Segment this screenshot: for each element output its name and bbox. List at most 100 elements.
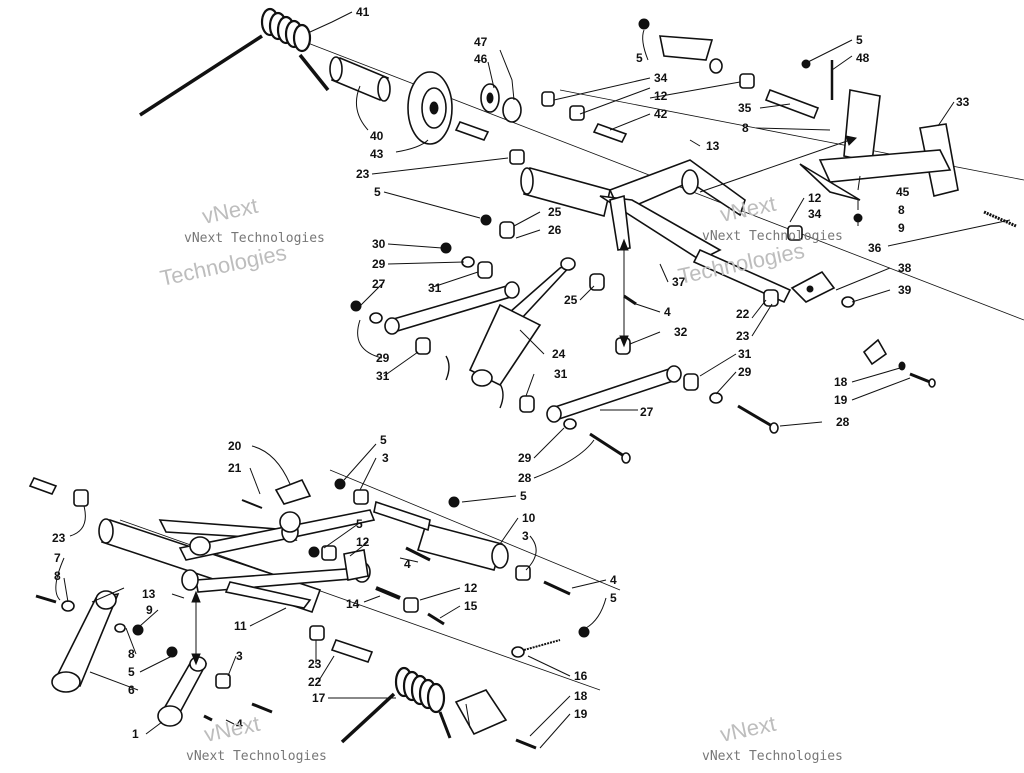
callout-5e: 5 bbox=[520, 489, 527, 503]
idler-wheel-43 bbox=[407, 71, 453, 145]
callout-31d: 31 bbox=[738, 347, 752, 361]
callout-leader-lines bbox=[55, 11, 1011, 749]
callout-5f: 5 bbox=[356, 517, 363, 531]
callout-34a: 34 bbox=[654, 71, 668, 85]
bearing-46 bbox=[480, 83, 500, 113]
callout-18a: 18 bbox=[834, 375, 848, 389]
callout-45: 45 bbox=[896, 185, 910, 199]
callout-12c: 12 bbox=[356, 535, 370, 549]
callout-35: 35 bbox=[738, 101, 752, 115]
callout-3b: 3 bbox=[522, 529, 529, 543]
callout-11: 11 bbox=[234, 619, 247, 633]
watermark-left: vNext vNext Technologies Technologies bbox=[158, 193, 325, 291]
shock-absorber-10 bbox=[373, 500, 509, 571]
plate-38 bbox=[787, 225, 888, 366]
callout-numbers: 41 47 46 40 43 23 5 34 12 42 13 5 48 35 … bbox=[52, 5, 970, 741]
callout-3c: 3 bbox=[236, 649, 243, 663]
callout-19b: 19 bbox=[574, 707, 588, 721]
torsion-spring-41 bbox=[139, 7, 330, 117]
link-27-lower bbox=[546, 365, 682, 423]
callout-40: 40 bbox=[370, 129, 384, 143]
bushings-upper bbox=[509, 73, 755, 165]
rear-arm-frame bbox=[158, 509, 376, 609]
callout-1: 1 bbox=[132, 727, 139, 741]
callout-31a: 31 bbox=[428, 281, 442, 295]
mount-bracket-top bbox=[638, 18, 723, 74]
callout-32: 32 bbox=[674, 325, 688, 339]
callout-14: 14 bbox=[346, 597, 360, 611]
snap-ring-47 bbox=[502, 97, 522, 123]
bolts-lower bbox=[35, 499, 571, 722]
callout-29a: 29 bbox=[372, 257, 386, 271]
watermark-bottom-right: vNext vNext Technologies bbox=[702, 711, 843, 764]
watermark-brand-line: vNext Technologies bbox=[186, 749, 327, 764]
watermark-brand-line: vNext Technologies bbox=[702, 229, 843, 244]
pin-42 bbox=[454, 121, 628, 143]
callout-36: 36 bbox=[868, 241, 882, 255]
callout-8a: 8 bbox=[742, 121, 749, 135]
callout-37: 37 bbox=[672, 275, 686, 289]
callout-13a: 13 bbox=[706, 139, 720, 153]
assembly-arrows-lower bbox=[191, 590, 201, 666]
callout-22b: 22 bbox=[308, 675, 322, 689]
callout-8b: 8 bbox=[898, 203, 905, 217]
shock-absorber-24 bbox=[468, 257, 576, 387]
callout-19a: 19 bbox=[834, 393, 848, 407]
rear-arm-tube-11 bbox=[98, 518, 322, 614]
callout-25a: 25 bbox=[548, 205, 562, 219]
callout-46: 46 bbox=[474, 52, 488, 66]
bolts-upper bbox=[589, 210, 1017, 464]
link-27-upper bbox=[384, 281, 520, 335]
callout-23d: 23 bbox=[308, 657, 322, 671]
callout-47: 47 bbox=[474, 35, 488, 49]
callout-5d: 5 bbox=[380, 433, 387, 447]
callout-5b: 5 bbox=[856, 33, 863, 47]
callout-12a: 12 bbox=[654, 89, 668, 103]
link-1 bbox=[157, 656, 208, 727]
callout-38: 38 bbox=[898, 261, 912, 275]
callout-4b: 4 bbox=[404, 557, 411, 571]
callout-9b: 9 bbox=[146, 603, 153, 617]
spacer-tube-40 bbox=[329, 56, 391, 102]
callout-4d: 4 bbox=[236, 717, 243, 731]
callout-5h: 5 bbox=[128, 665, 135, 679]
callout-5c: 5 bbox=[374, 185, 381, 199]
callout-34b: 34 bbox=[808, 207, 822, 221]
callout-23b: 23 bbox=[736, 329, 750, 343]
callout-31c: 31 bbox=[554, 367, 568, 381]
callout-15: 15 bbox=[464, 599, 478, 613]
callout-43: 43 bbox=[370, 147, 384, 161]
callout-20: 20 bbox=[228, 439, 242, 453]
callout-26: 26 bbox=[548, 223, 562, 237]
callout-29d: 29 bbox=[518, 451, 532, 465]
callout-18b: 18 bbox=[574, 689, 588, 703]
callout-39: 39 bbox=[898, 283, 912, 297]
callout-12d: 12 bbox=[464, 581, 478, 595]
callout-17: 17 bbox=[312, 691, 326, 705]
callout-48: 48 bbox=[856, 51, 870, 65]
callout-9a: 9 bbox=[898, 221, 905, 235]
callout-21: 21 bbox=[228, 461, 242, 475]
small-hardware-lower bbox=[28, 477, 590, 689]
callout-10: 10 bbox=[522, 511, 536, 525]
watermark-brand-short: vNext bbox=[718, 711, 778, 747]
callout-29b: 29 bbox=[376, 351, 390, 365]
front-arm-assembly bbox=[520, 159, 792, 304]
watermark-brand-line: vNext Technologies bbox=[184, 231, 325, 246]
callout-6: 6 bbox=[128, 683, 135, 697]
watermark-brand-line: vNext Technologies bbox=[702, 749, 843, 764]
callout-8d: 8 bbox=[128, 647, 135, 661]
callout-41: 41 bbox=[356, 5, 370, 19]
pin-22-lower bbox=[330, 639, 374, 663]
pivot-arm-6 bbox=[51, 590, 120, 693]
shaft-35 bbox=[764, 88, 820, 120]
callout-5g: 5 bbox=[610, 591, 617, 605]
callout-28a: 28 bbox=[836, 415, 850, 429]
callout-23a: 23 bbox=[356, 167, 370, 181]
rear-bracket-33 bbox=[799, 59, 959, 201]
callout-4c: 4 bbox=[610, 573, 617, 587]
watermark-brand-short: vNext bbox=[202, 711, 262, 747]
callout-8c: 8 bbox=[54, 569, 61, 583]
